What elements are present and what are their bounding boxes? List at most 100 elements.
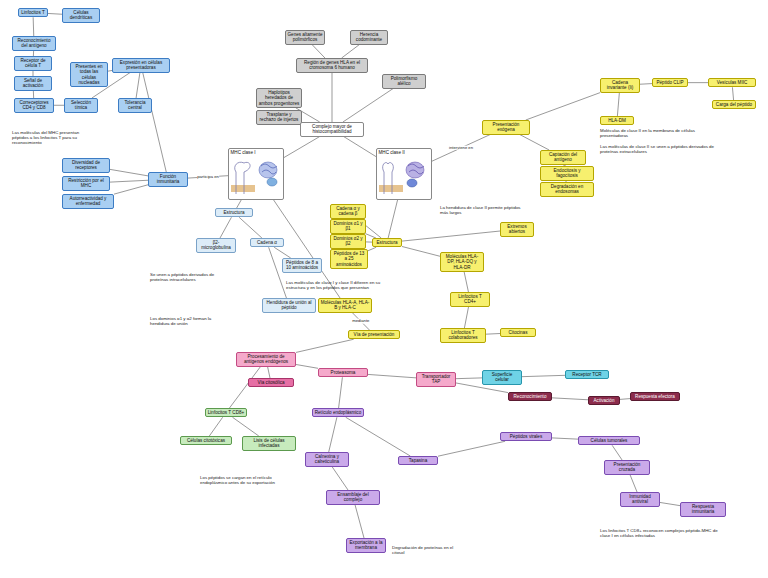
concept-box: Activación	[588, 396, 620, 405]
connector-line	[344, 137, 376, 157]
concept-box: Presentación exógena	[482, 120, 530, 135]
note-text: Se unen a péptidos derivados de proteína…	[150, 272, 230, 282]
connector-line	[352, 313, 369, 330]
concept-box: Ensamblaje del complejo	[326, 490, 380, 505]
molecule-fold	[383, 163, 394, 172]
node-text: Tapasina	[401, 458, 436, 463]
node-text: Péptidos de 13 a 25 aminoácidos	[333, 251, 366, 267]
node-text: Linfocitos T CD8+	[208, 410, 245, 415]
node-text: Linfocitos T	[21, 10, 46, 15]
connector-line	[269, 247, 287, 298]
concept-box: Diversidad de receptores	[62, 158, 110, 173]
node-text: Vía de presentación	[351, 332, 398, 337]
note-text: La hendidura de clase II permite péptido…	[440, 205, 530, 215]
node-text: Autorreactividad y enfermedad	[65, 196, 112, 207]
node-text: Cadena invariante (Ii)	[603, 80, 638, 91]
concept-box: Herencia codominante	[350, 30, 388, 45]
connector-line	[143, 73, 167, 172]
connector-line	[339, 377, 343, 408]
concept-box: Función inmunitaria	[148, 172, 188, 187]
node-text: Vía citosólica	[251, 380, 292, 385]
node-text: Calnexina y calreticulina	[308, 454, 347, 465]
node-text: Región de genes HLA en el cromosoma 6 hu…	[299, 60, 366, 71]
molecule-stalk	[244, 172, 245, 194]
node-text: Linfocitos T CD4+	[453, 294, 488, 305]
connector-line	[464, 272, 468, 292]
concept-box: Vía citosólica	[248, 378, 294, 387]
connector-line	[368, 247, 376, 251]
connector-line	[274, 247, 291, 258]
connector-line	[220, 217, 231, 238]
connector-line	[329, 417, 337, 452]
molecule-stalk	[392, 172, 393, 194]
connector-line	[110, 169, 148, 175]
connector-line	[296, 364, 318, 368]
mhc-class-2-illustration	[379, 162, 424, 194]
concept-box: Dominios α2 y β2	[330, 234, 366, 249]
connector-line	[239, 217, 262, 238]
node-text: Degradación en endosomas	[543, 184, 592, 195]
connector-line	[456, 377, 482, 379]
node-text: Hendidura de unión al péptido	[265, 300, 314, 311]
concept-box: Péptidos de 8 a 10 aminoácidos	[282, 258, 322, 273]
node-text: Haplotipos heredados de ambos progenitor…	[259, 90, 300, 106]
node-text: Estructura	[218, 210, 251, 215]
connector-line	[136, 73, 140, 98]
concept-box: Cadena α	[250, 238, 284, 247]
connector-line	[296, 339, 354, 352]
node-text: Inmunidad antiviral	[623, 494, 658, 505]
concept-box: Captación del antígeno	[540, 150, 586, 165]
concept-box: Linfocitos T CD8+	[205, 408, 247, 417]
connector-line	[486, 333, 500, 335]
molecule-stalk	[384, 172, 385, 194]
node-text: Retículo endoplásmico	[315, 410, 362, 415]
concept-box: Proteasoma	[318, 368, 368, 377]
node-text: Superficie celular	[485, 372, 520, 383]
node-text: Selección tímica	[67, 100, 96, 111]
node-text: Presentación exógena	[485, 122, 528, 133]
concept-box: Exportación a la membrana	[346, 538, 386, 553]
node-text: Expresión en células presentadoras	[115, 60, 168, 71]
concept-box: Estructura	[372, 238, 402, 247]
node-text: Función inmunitaria	[151, 174, 186, 185]
connector-line	[432, 135, 490, 162]
node-text: Proteasoma	[321, 370, 366, 375]
node-text: Carga del péptido	[715, 102, 754, 107]
molecule-fold	[235, 162, 250, 172]
node-text: Receptor TCR	[568, 372, 607, 377]
concept-box: Superficie celular	[482, 370, 522, 385]
connector-label: mediante	[352, 319, 369, 324]
connector-line	[526, 93, 600, 120]
concept-box: Polimorfismo alélico	[382, 74, 426, 89]
membrane-band	[379, 185, 403, 192]
concept-box: Señal de activación	[14, 76, 52, 91]
mhc-class-1-illustration	[231, 162, 277, 194]
connector-line	[33, 91, 34, 98]
node-text: Respuesta efectora	[633, 394, 678, 399]
concept-box: Lisis de células infectadas	[242, 436, 296, 451]
concept-box: Receptor TCR	[565, 370, 609, 379]
concept-box: Respuesta efectora	[630, 392, 680, 401]
connector-line	[346, 417, 411, 456]
node-text: Restricción por el MHC	[65, 178, 108, 189]
concept-box: Reconocimiento	[508, 392, 552, 401]
note-text: Las moléculas del MHC presentan péptidos…	[12, 130, 84, 145]
concept-box: Región de genes HLA en el cromosoma 6 hu…	[296, 58, 368, 73]
connector-line	[402, 231, 500, 241]
connector-line	[237, 200, 242, 208]
connector-line	[343, 89, 393, 122]
node-text: Reconocimiento	[511, 394, 550, 399]
node-text: Endocitosis y fagocitosis	[543, 168, 592, 179]
note-text: Los dominios α1 y α2 forman la hendidura…	[150, 316, 230, 326]
node-text: Transportador TAP	[419, 374, 454, 385]
connector-line	[438, 441, 505, 456]
concept-box: Péptidos virales	[500, 432, 552, 441]
connector-label: participa en	[197, 175, 219, 180]
concept-box: Vesículas MIIC	[708, 78, 756, 87]
connector-line	[332, 73, 333, 122]
connector-line	[732, 87, 733, 100]
node-text: Dominios α2 y β2	[333, 236, 364, 247]
connector-line	[368, 374, 416, 377]
